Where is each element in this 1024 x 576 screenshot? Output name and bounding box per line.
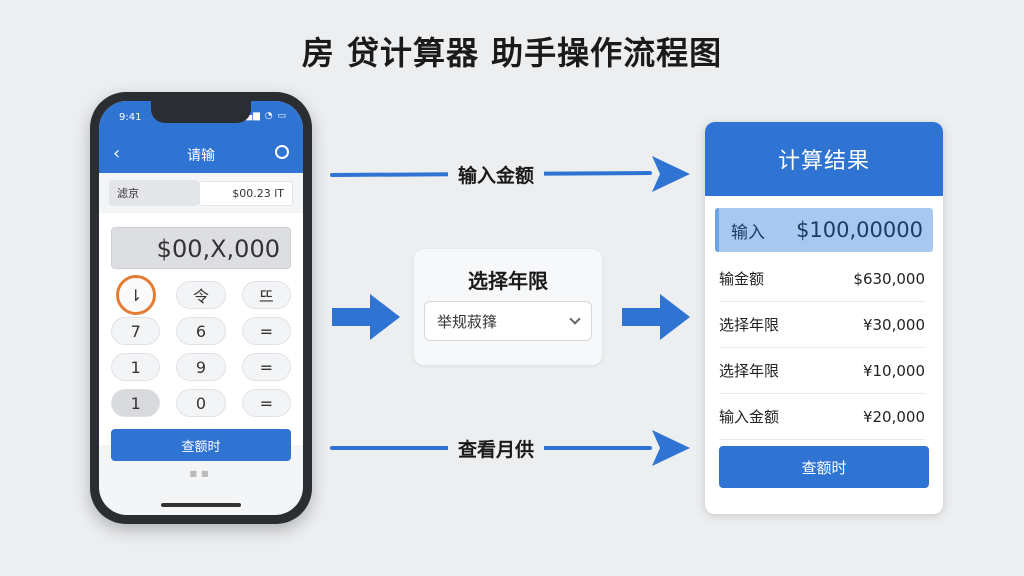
result-row: 输入金额 ¥20,000 [719,394,925,440]
keypad-key-1[interactable]: 1 [111,389,161,417]
keypad-key-0[interactable]: 0 [176,389,226,417]
phone-field-row: 滤京 $00.23 lT [99,173,303,213]
result-row: 输金额 $630,000 [719,256,925,302]
status-icons: ▂▄▆ ◔ ▭ [237,111,287,121]
keypad-key-6[interactable]: 6 [176,317,226,345]
keypad-key-1[interactable]: 1 [111,353,161,381]
page-title: 房 贷计算器 助手操作流程图 [301,34,723,72]
home-indicator [161,503,241,507]
phone-calculate-button[interactable]: 查额时 [111,429,291,461]
calculator-display: $00,X,000 [111,227,291,269]
result-row-value: $630,000 [853,269,925,288]
timer-icon[interactable] [275,145,289,159]
flow-label-input-amount: 输入金额 [448,157,545,192]
phone-field-value[interactable]: $00.23 lT [199,180,293,206]
result-row-label: 输入金额 [719,408,780,426]
flow-arrow-to-middle [332,294,400,340]
phone-field-label: 滤京 [109,180,199,206]
select-term-title: 选择年限 [468,269,548,293]
keypad-key-9[interactable]: 9 [176,353,226,381]
chevron-down-icon [569,313,581,325]
status-time: 9:41 [119,112,142,123]
flow-label-view-monthly: 查看月供 [448,431,545,466]
phone-screen: 9:41 ▂▄▆ ◔ ▭ ‹ 请输 滤京 $00.23 lT $00,X,000… [99,101,303,515]
select-term-card: 选择年限 举规菽箨 [414,249,602,365]
keypad-key[interactable]: 令 [176,281,226,309]
calculator-keypad: ⇂ 令 뜨 7 6 = 1 9 = 1 0 = [111,275,291,417]
result-row: 选择年限 ¥10,000 [719,348,925,394]
term-dropdown[interactable]: 举规菽箨 [424,301,592,341]
keypad-key[interactable]: 뜨 [241,281,291,309]
page-indicator: ■■ [189,469,213,478]
flow-arrow-to-result [622,294,690,340]
result-input-label: 输入 [731,222,765,243]
phone-notch [151,101,251,123]
chevron-left-icon[interactable]: ‹ [113,143,121,164]
result-row-value: ¥30,000 [862,315,925,334]
result-row-label: 选择年限 [719,362,780,380]
phone-header-title: 请输 [187,148,215,164]
term-dropdown-value: 举规菽箨 [437,312,498,331]
result-header: 计算结果 [705,122,943,196]
keypad-key-equals[interactable]: = [241,353,291,381]
result-row-value: ¥20,000 [862,407,925,426]
result-input-row[interactable]: 输入 $100,00000 [715,208,933,252]
result-row-value: ¥10,000 [862,361,925,380]
keypad-key-highlighted[interactable]: ⇂ [115,275,156,315]
result-card: 计算结果 输入 $100,00000 输金额 $630,000 选择年限 ¥30… [705,122,943,514]
result-row-label: 选择年限 [719,316,780,334]
result-input-value: $100,00000 [796,218,923,242]
keypad-key-equals[interactable]: = [241,317,291,345]
result-row-label: 输金额 [719,270,765,288]
result-row: 选择年限 ¥30,000 [719,302,925,348]
calculator-panel: $00,X,000 ⇂ 令 뜨 7 6 = 1 9 = 1 0 = 查额时 ■■ [99,213,303,478]
phone-mockup: 9:41 ▂▄▆ ◔ ▭ ‹ 请输 滤京 $00.23 lT $00,X,000… [90,92,312,524]
keypad-key-equals[interactable]: = [241,389,291,417]
keypad-key-7[interactable]: 7 [111,317,161,345]
result-calculate-button[interactable]: 查额时 [719,446,929,488]
